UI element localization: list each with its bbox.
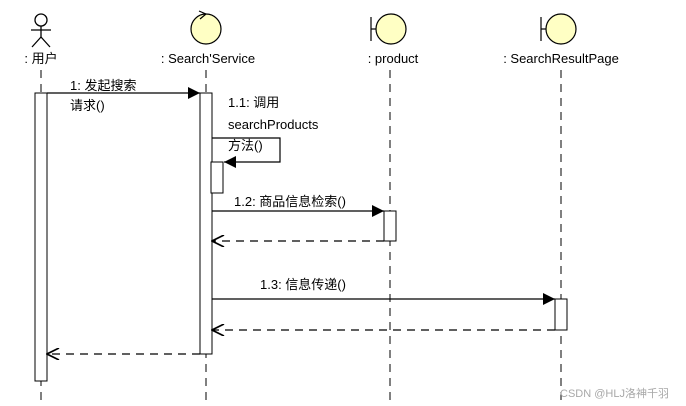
activation-user bbox=[34, 92, 48, 382]
message-label-1-line1: 1: 发起搜索 bbox=[70, 78, 136, 93]
activation-search bbox=[199, 92, 213, 355]
message-label-1-3: 1.3: 信息传递() bbox=[260, 277, 346, 292]
message-label-1-line2: 请求() bbox=[70, 98, 105, 113]
activation-result bbox=[554, 298, 568, 331]
message-arrow-1-1 bbox=[212, 137, 281, 168]
participant-label-product: : product bbox=[368, 51, 419, 66]
message-label-1-1-line3: 方法() bbox=[228, 138, 263, 153]
message-label-1-1-line2: searchProducts bbox=[228, 117, 319, 132]
message-label-1-2: 1.2: 商品信息检索() bbox=[234, 194, 346, 209]
boundary-icon-result bbox=[540, 13, 577, 45]
participant-label-user: : 用户 bbox=[24, 51, 57, 66]
boundary-icon-product bbox=[370, 13, 407, 45]
actor-icon bbox=[31, 13, 51, 48]
control-icon bbox=[190, 10, 222, 45]
participant-label-search: : Search'Service bbox=[161, 51, 255, 66]
message-label-1-1-line1: 1.1: 调用 bbox=[228, 95, 279, 110]
watermark: CSDN @HLJ洛神千羽 bbox=[560, 386, 669, 400]
participant-label-result: : SearchResultPage bbox=[503, 51, 619, 66]
activation-product bbox=[383, 210, 397, 242]
activation-search-self bbox=[210, 161, 224, 194]
